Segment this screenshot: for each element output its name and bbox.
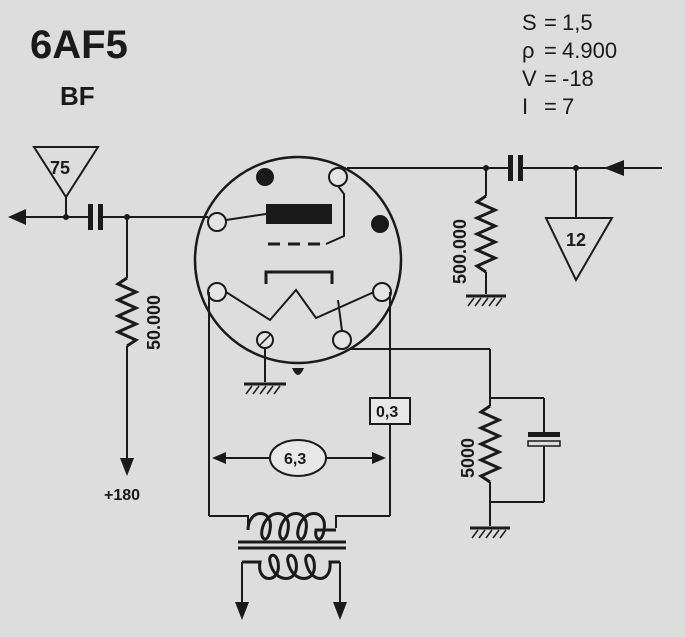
pin-plate [207,212,227,232]
spec-eq: = [544,38,557,63]
filament [225,288,375,322]
spec-key: S [522,10,537,35]
tube-function: BF [60,81,95,111]
right-capacitor [508,155,523,181]
tube-name: 6AF5 [30,23,128,67]
arrow-left-icon [8,209,26,225]
spec-key: V [522,66,537,91]
pin-cathode [332,330,352,350]
spec-list: S = 1,5 ρ = 4.900 V = -18 I = 7 [522,10,617,119]
arrow-down-icon [235,602,249,620]
spec-value: 7 [562,94,574,119]
arrow-down-icon [120,458,134,476]
transformer-secondary [242,553,340,580]
spec-value: -18 [562,66,594,91]
spec-value: 4.900 [562,38,617,63]
anode-resistor [114,276,140,348]
pin-filament-right [372,282,392,302]
spec-key: ρ [522,38,535,63]
filament-voltage-label: 6,3 [284,451,306,468]
pin-anode [328,167,348,187]
plate-electrode [266,204,332,224]
ground-icon [244,382,286,395]
grid-lead [325,185,345,245]
arrow-left-icon [604,160,624,176]
ground-icon [470,526,510,539]
filament-voltage-badge [269,439,327,477]
left-capacitor [88,204,103,230]
spec-key: I [522,94,528,119]
cathode-resistor [477,404,503,484]
pin-dark [256,168,274,186]
cathode-electrode [264,270,334,284]
spec-eq: = [544,66,557,91]
anode-resistor-label: 50.000 [144,295,164,350]
input-triangle-label: 75 [50,158,70,178]
output-triangle-label: 12 [566,230,586,250]
bypass-capacitor [527,440,561,447]
arrow-down-icon [333,602,347,620]
pin-filament-left [207,282,227,302]
transformer-lead [209,515,249,528]
supply-label: +180 [104,487,140,504]
transformer-lead [335,515,390,528]
arrow-left-icon [212,452,226,464]
spec-eq: = [544,10,557,35]
arrow-right-icon [372,452,386,464]
cathode-lead [337,299,343,332]
input-triangle: 75 [32,146,100,217]
bypass-capacitor [528,432,560,437]
filament-current-label: 0,3 [376,404,398,421]
cathode-resistor-label: 5000 [458,438,478,478]
output-triangle: 12 [544,168,614,283]
spec-value: 1,5 [562,10,593,35]
plate-lead [225,213,267,221]
tube-envelope [193,155,403,365]
transformer-primary [246,512,336,541]
grid-resistor [473,194,499,274]
spec-eq: = [544,94,557,119]
ground-icon [466,294,506,307]
grid-resistor-label: 500.000 [450,219,470,284]
junction-dot [63,214,69,220]
tube-key [292,368,304,375]
pin-dark [371,215,389,233]
